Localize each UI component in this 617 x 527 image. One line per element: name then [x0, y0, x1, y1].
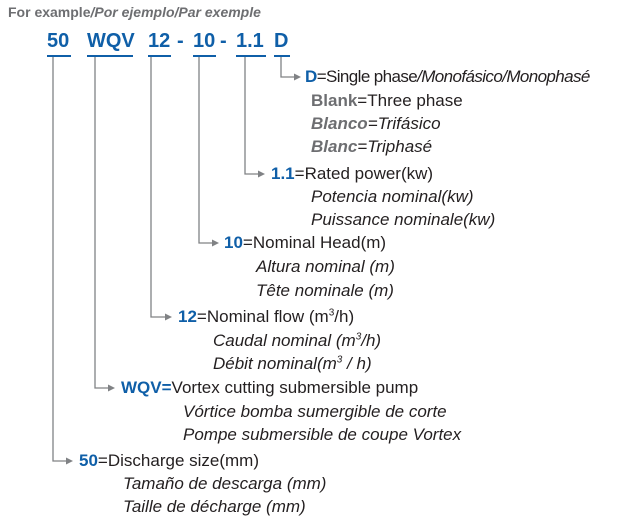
- header-sep-1: /: [90, 4, 95, 20]
- underline-head: [193, 55, 216, 57]
- phase-es: Monofásico: [421, 67, 503, 86]
- code-flow: 12: [148, 30, 171, 52]
- flow-en-post: /h): [334, 307, 355, 326]
- phase-blank-en: Blank=Three phase: [311, 91, 463, 111]
- flow-fr-post: / h): [342, 354, 372, 373]
- phase-line-en: D=Single phase/Monofásico/Monophasé: [305, 67, 590, 87]
- head-fr: Tête nominale (m): [256, 281, 394, 300]
- discharge-line-en: 50=Discharge size(mm): [79, 451, 259, 471]
- blank-value-es: Trifásico: [377, 114, 441, 133]
- code-power: 1.1: [236, 30, 264, 52]
- underline-model: [87, 55, 133, 57]
- flow-line-fr: Débit nominal(m3 / h): [213, 354, 372, 374]
- equals-sign: =: [242, 233, 253, 252]
- code-head: 10: [193, 30, 216, 52]
- arrow-model: [108, 384, 115, 392]
- power-key: 1.1: [271, 164, 295, 183]
- connector-model: [94, 57, 108, 389]
- flow-key: 12: [178, 307, 197, 326]
- header-sep-2: /: [174, 4, 179, 20]
- code-discharge: 50: [47, 30, 70, 52]
- blank-value-fr: Triphasé: [367, 137, 433, 156]
- equals-sign: =: [316, 67, 327, 86]
- underline-flow: [148, 55, 171, 57]
- flow-line-es: Caudal nominal (m3/h): [213, 331, 381, 351]
- phase-blank-es: Blanco=Trifásico: [311, 114, 441, 134]
- phase-blank-fr: Blanc=Triphasé: [311, 137, 432, 157]
- model-es: Vórtice bomba sumergible de corte: [183, 402, 447, 421]
- head-line-en: 10=Nominal Head(m): [224, 233, 386, 253]
- code-dash-2: -: [220, 30, 227, 52]
- header-es: Por ejemplo: [94, 4, 175, 20]
- underline-power: [236, 55, 266, 57]
- equals-sign: =: [97, 451, 108, 470]
- flow-es-post: /h): [361, 331, 382, 350]
- power-fr: Puissance nominale(kw): [311, 210, 496, 229]
- connector-discharge: [52, 57, 66, 462]
- blank-key-fr: Blanc: [311, 137, 358, 156]
- power-line-en: 1.1=Rated power(kw): [271, 164, 433, 184]
- arrow-head: [212, 239, 219, 247]
- connector-power: [244, 57, 258, 175]
- equals-sign: =: [161, 378, 172, 397]
- equals-sign: =: [357, 91, 368, 110]
- model-en: Vortex cutting submersible pump: [171, 378, 419, 397]
- phase-fr: Monophasé: [506, 67, 590, 86]
- underline-discharge: [47, 55, 71, 57]
- connector-phase: [280, 57, 294, 78]
- blank-value-en: Three phase: [367, 91, 463, 110]
- flow-fr-sup: 3: [336, 354, 343, 366]
- discharge-fr: Taille de décharge (mm): [123, 497, 306, 516]
- header-en: For example: [8, 4, 91, 20]
- code-dash-1: -: [177, 30, 184, 52]
- flow-fr-pre: Débit nominal(m: [213, 354, 337, 373]
- code-model: WQV: [87, 30, 135, 52]
- model-fr: Pompe submersible de coupe Vortex: [183, 425, 462, 444]
- discharge-en: Discharge size(mm): [107, 451, 259, 470]
- blank-key-en: Blank: [311, 91, 358, 110]
- blank-key-es: Blanco: [311, 114, 368, 133]
- head-key: 10: [224, 233, 243, 252]
- discharge-es: Tamaño de descarga (mm): [123, 474, 327, 493]
- phase-sep-1: /: [417, 67, 422, 86]
- phase-sep-2: /: [502, 67, 507, 86]
- connector-head: [198, 57, 212, 244]
- flow-en-pre: Nominal flow (m: [206, 307, 329, 326]
- equals-sign: =: [294, 164, 305, 183]
- flow-en-sup: 3: [328, 307, 335, 319]
- equals-sign: =: [357, 137, 368, 156]
- flow-es-pre: Caudal nominal (m: [213, 331, 356, 350]
- equals-sign: =: [367, 114, 378, 133]
- code-phase: D: [274, 30, 289, 52]
- model-key: WQV: [121, 378, 162, 397]
- model-line-en: WQV=Vortex cutting submersible pump: [121, 378, 418, 398]
- header-fr: Par exemple: [178, 4, 261, 20]
- arrow-discharge: [66, 457, 73, 465]
- power-en: Rated power(kw): [304, 164, 434, 183]
- underline-phase: [274, 55, 290, 57]
- power-es: Potencia nominal(kw): [311, 187, 474, 206]
- example-header: For example/Por ejemplo/Par exemple: [8, 4, 261, 20]
- discharge-key: 50: [79, 451, 98, 470]
- phase-key: D: [305, 67, 317, 86]
- arrow-phase: [294, 73, 301, 81]
- connector-flow: [150, 57, 165, 318]
- arrow-power: [258, 170, 265, 178]
- phase-en: Single phase: [326, 67, 418, 86]
- arrow-flow: [165, 313, 172, 321]
- flow-line-en: 12=Nominal flow (m3/h): [178, 307, 354, 327]
- flow-es-sup: 3: [355, 331, 362, 343]
- head-es: Altura nominal (m): [256, 257, 395, 276]
- equals-sign: =: [196, 307, 207, 326]
- head-en: Nominal Head(m): [252, 233, 387, 252]
